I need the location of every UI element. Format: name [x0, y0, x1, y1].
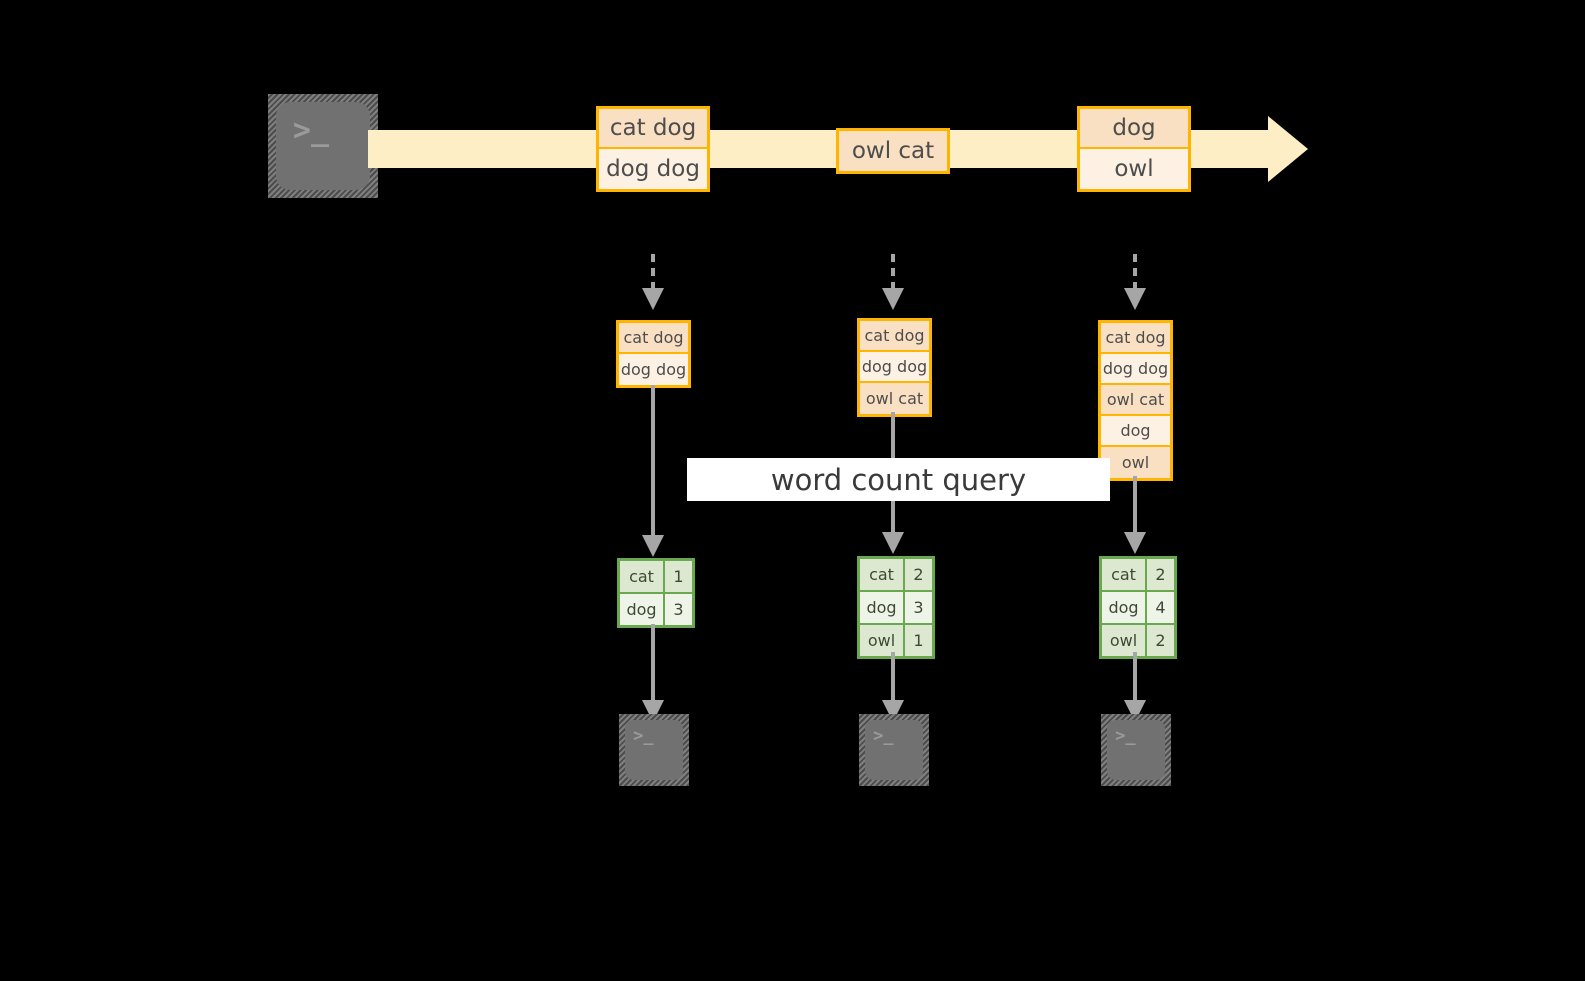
batch-line: dog [1101, 416, 1170, 447]
result-word: cat [620, 561, 665, 592]
batch-line: owl cat [860, 383, 929, 414]
sink-terminal-icon: >_ [619, 714, 689, 786]
stream-record: cat dog dog dog [596, 106, 710, 192]
result-count: 4 [1147, 592, 1174, 623]
batch-to-result-arrow-head [642, 535, 664, 557]
table-row: owl 1 [860, 625, 932, 656]
result-to-sink-arrow-line [651, 624, 655, 702]
result-count: 1 [905, 625, 932, 656]
batch-line: dog dog [1101, 354, 1170, 385]
result-count: 3 [905, 592, 932, 623]
table-row: cat 1 [620, 561, 692, 594]
result-word: cat [860, 559, 905, 590]
table-row: dog 3 [860, 592, 932, 625]
query-label-band: word count query [687, 458, 1110, 501]
stream-to-batch-arrow-head [1124, 288, 1146, 310]
batch-to-result-arrow-line [651, 385, 655, 537]
result-table: cat 1 dog 3 [617, 558, 695, 628]
record-line: dog dog [599, 149, 707, 189]
terminal-screen: >_ [276, 102, 370, 190]
batch-line: owl cat [1101, 385, 1170, 416]
record-line: cat dog [599, 109, 707, 149]
table-row: dog 3 [620, 594, 692, 625]
sink-terminal-icon: >_ [859, 714, 929, 786]
stream-to-batch-arrow-head [882, 288, 904, 310]
record-line: owl cat [839, 131, 947, 171]
record-line: owl [1080, 149, 1188, 189]
table-row: cat 2 [860, 559, 932, 592]
stream-to-batch-arrow-line [891, 254, 895, 290]
batch-line: dog dog [860, 352, 929, 383]
terminal-prompt-glyph: >_ [292, 113, 330, 149]
terminal-screen: >_ [1107, 720, 1165, 780]
result-word: dog [1102, 592, 1147, 623]
batch-line: cat dog [860, 321, 929, 352]
batch-to-result-arrow-head [1124, 532, 1146, 554]
batch-line: owl [1101, 447, 1170, 478]
batch-box: cat dog dog dog [616, 320, 691, 388]
result-table: cat 2 dog 3 owl 1 [857, 556, 935, 659]
result-count: 2 [1147, 625, 1174, 656]
result-to-sink-arrow-line [1133, 652, 1137, 702]
batch-box: cat dog dog dog owl cat [857, 318, 932, 417]
result-word: owl [1102, 625, 1147, 656]
record-line: dog [1080, 109, 1188, 149]
result-word: owl [860, 625, 905, 656]
batch-box: cat dog dog dog owl cat dog owl [1098, 320, 1173, 481]
result-count: 2 [905, 559, 932, 590]
result-table: cat 2 dog 4 owl 2 [1099, 556, 1177, 659]
table-row: cat 2 [1102, 559, 1174, 592]
sink-terminal-icon: >_ [1101, 714, 1171, 786]
batch-line: cat dog [1101, 323, 1170, 354]
table-row: owl 2 [1102, 625, 1174, 656]
result-word: dog [860, 592, 905, 623]
result-count: 2 [1147, 559, 1174, 590]
batch-to-result-arrow-line [1133, 476, 1137, 534]
result-to-sink-arrow-line [891, 652, 895, 702]
terminal-prompt-glyph: >_ [1115, 726, 1136, 747]
stream-to-batch-arrow-head [642, 288, 664, 310]
batch-line: dog dog [619, 354, 688, 385]
terminal-screen: >_ [625, 720, 683, 780]
source-terminal-icon: >_ [268, 94, 378, 198]
batch-line: cat dog [619, 323, 688, 354]
result-count: 3 [665, 594, 692, 625]
stream-arrow-head [1268, 116, 1308, 182]
result-count: 1 [665, 561, 692, 592]
stream-to-batch-arrow-line [1133, 254, 1137, 290]
terminal-screen: >_ [865, 720, 923, 780]
result-word: cat [1102, 559, 1147, 590]
result-word: dog [620, 594, 665, 625]
terminal-prompt-glyph: >_ [873, 726, 894, 747]
query-label-text: word count query [770, 462, 1027, 497]
stream-to-batch-arrow-line [651, 254, 655, 290]
stream-record: dog owl [1077, 106, 1191, 192]
batch-to-result-arrow-head [882, 532, 904, 554]
stream-record: owl cat [836, 128, 950, 174]
table-row: dog 4 [1102, 592, 1174, 625]
terminal-prompt-glyph: >_ [633, 726, 654, 747]
